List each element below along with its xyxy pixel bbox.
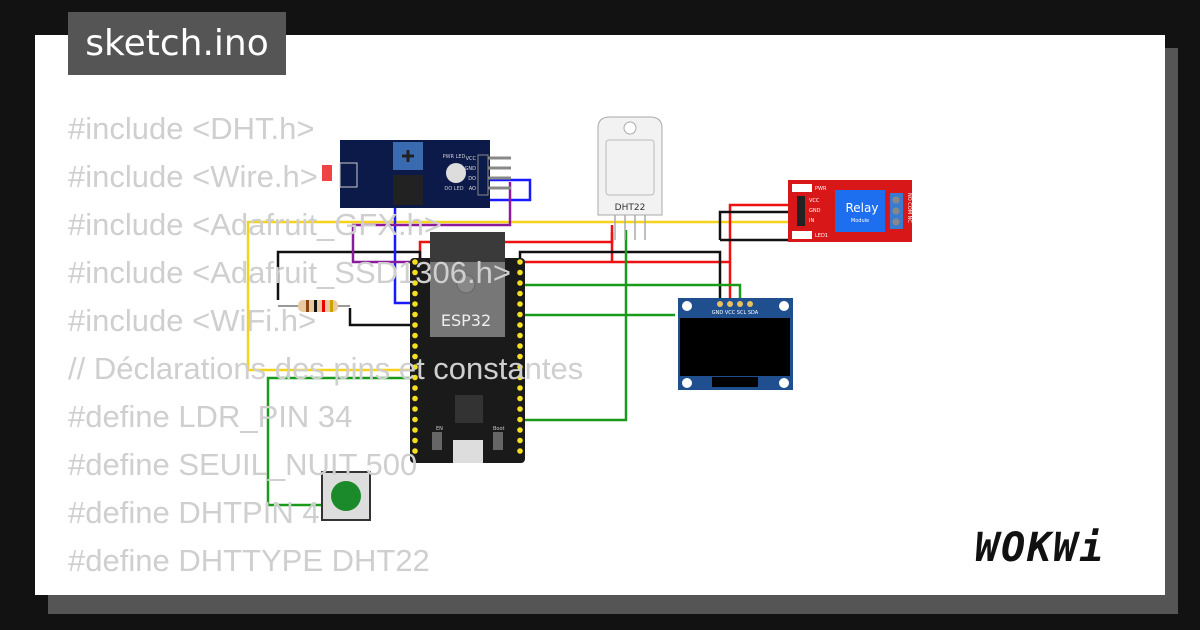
esp32-pin[interactable] (412, 385, 418, 391)
relay-pwr-label: PWR (815, 186, 827, 192)
esp32-pin[interactable] (517, 406, 523, 412)
esp32-pin[interactable] (412, 290, 418, 297)
esp32-pin[interactable] (412, 374, 418, 381)
esp32-pin[interactable] (517, 343, 523, 349)
relay-pin-in: IN (809, 218, 814, 224)
relay-sub-label: Module (851, 218, 869, 224)
esp32-pin[interactable] (412, 311, 418, 318)
ldr-pwr-led-label: PWR LED (443, 154, 466, 160)
dht22-label: DHT22 (615, 203, 646, 213)
code-line: #include <Adafruit_SSD1306.h> (68, 255, 511, 290)
wire-black-2 (518, 210, 800, 305)
code-layer: #include <DHT.h> #include <Wire.h> #includ… (35, 35, 1165, 595)
esp32-pin[interactable] (412, 322, 418, 328)
potentiometer-icon (402, 150, 414, 162)
esp32-pin[interactable] (517, 395, 523, 402)
wire-purple (351, 182, 512, 264)
wire-red-oled (610, 232, 732, 305)
code-line: #define DHTTYPE DHT22 (68, 543, 430, 578)
ldr-pin-vcc: VCC (466, 156, 477, 162)
esp32-pin[interactable] (517, 385, 523, 391)
ldr-pin-ao: AO (469, 186, 476, 192)
esp32-pin[interactable] (412, 448, 418, 454)
esp32-pin[interactable] (517, 416, 523, 423)
code-line: #include <Adafruit_GFX.h> (68, 207, 442, 242)
relay-label: Relay (846, 201, 879, 215)
dht22-sensor[interactable]: DHT22 (597, 116, 663, 240)
esp32-pin[interactable] (412, 301, 418, 307)
esp32-pin[interactable] (517, 332, 523, 339)
esp32-pin[interactable] (412, 269, 418, 276)
code-line: #include <Wire.h> (68, 159, 318, 194)
esp32-pin[interactable] (517, 427, 523, 433)
esp32-pin[interactable] (517, 269, 523, 276)
code-line: #define LDR_PIN 34 (68, 399, 353, 434)
esp32-pin[interactable] (412, 416, 418, 423)
esp32-board[interactable]: ESP32 EN Boot (410, 232, 525, 463)
wire-green-3 (266, 376, 415, 507)
espressif-logo-icon (456, 274, 476, 294)
ldr-pin-gnd: GND (465, 166, 477, 172)
esp32-pin[interactable] (412, 364, 418, 370)
esp32-pin[interactable] (412, 259, 418, 265)
esp32-pin[interactable] (517, 311, 523, 318)
code-line: #include <WiFi.h> (68, 303, 317, 338)
esp32-pin[interactable] (517, 353, 523, 360)
esp32-label: ESP32 (441, 311, 491, 330)
esp32-pin[interactable] (412, 437, 418, 444)
code-line: #define SEUIL_NUIT 500 (68, 447, 418, 482)
ldr-module[interactable]: PWR LED DO LED VCC GND DO AO (322, 140, 511, 208)
code-line: #define DHTPIN 4 (68, 495, 320, 530)
esp32-pin[interactable] (517, 448, 523, 454)
esp32-pin[interactable] (412, 427, 418, 433)
esp32-pin[interactable] (517, 364, 523, 370)
esp32-pin[interactable] (412, 353, 418, 360)
esp32-pin[interactable] (517, 301, 523, 307)
file-title: sketch.ino (68, 12, 286, 75)
resistor[interactable] (278, 300, 350, 312)
esp32-pin[interactable] (517, 259, 523, 265)
esp32-pin[interactable] (412, 395, 418, 402)
wire-green-2 (520, 230, 675, 422)
relay-led-label: LED1 (815, 233, 828, 239)
code-line: #include <DHT.h> (68, 111, 315, 146)
wokwi-logo: WOKWi (975, 525, 1106, 571)
oled-pin-labels: GND VCC SCL SDA (712, 310, 759, 316)
ldr-pin-do: DO (468, 176, 476, 182)
esp32-pin[interactable] (517, 374, 523, 381)
ldr-do-led-label: DO LED (444, 186, 463, 192)
oled-display[interactable]: GND VCC SCL SDA (678, 298, 793, 390)
esp32-pin[interactable] (412, 332, 418, 339)
code-line: #define SCREEN_WIDTH 128 (68, 585, 487, 595)
esp32-pin[interactable] (517, 322, 523, 328)
esp32-pin[interactable] (517, 290, 523, 297)
esp32-pin[interactable] (412, 280, 418, 286)
esp32-boot-label: Boot (493, 426, 505, 432)
relay-module[interactable]: PWR LED1 VCC GND IN Relay Module NO COM … (788, 180, 912, 242)
esp32-en-label: EN (436, 426, 443, 432)
wire-black (276, 250, 422, 327)
esp32-pin[interactable] (412, 406, 418, 412)
esp32-pin[interactable] (412, 343, 418, 349)
code-preview: #include <DHT.h> #include <Wire.h> #includ… (68, 105, 583, 595)
pushbutton[interactable] (321, 471, 371, 521)
relay-pin-vcc: VCC (809, 198, 820, 204)
esp32-pin[interactable] (517, 437, 523, 444)
relay-pin-gnd: GND (809, 208, 821, 214)
esp32-pin[interactable] (517, 280, 523, 286)
code-line: // Déclarations des pins et constantes (68, 351, 584, 386)
relay-terminal-label: NO COM NC (906, 193, 912, 223)
